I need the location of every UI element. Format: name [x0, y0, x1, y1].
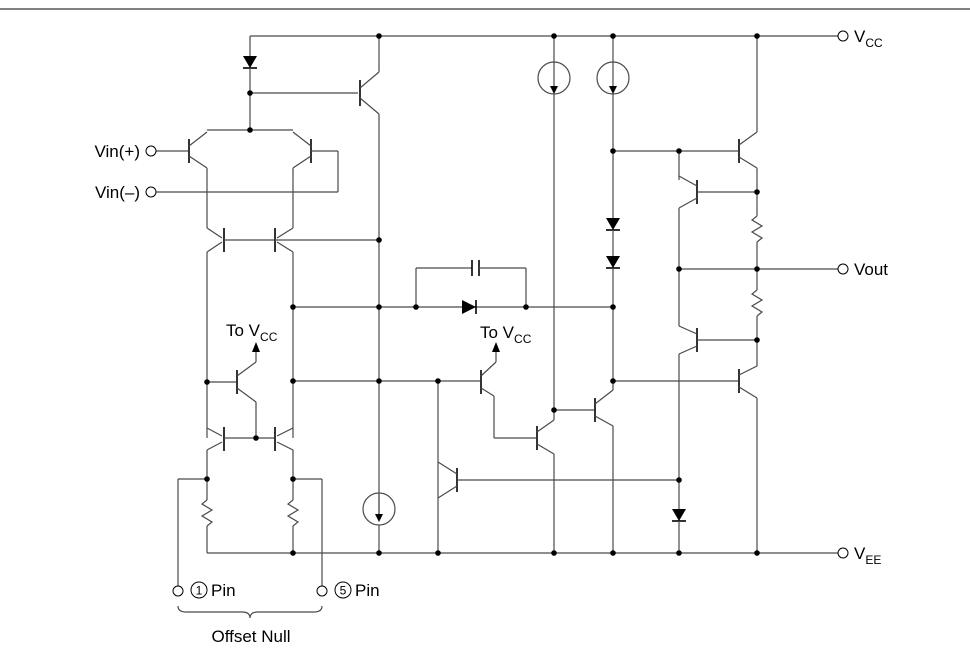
vin-minus-label: Vin(–) — [95, 183, 140, 202]
pin5-label: Pin — [355, 581, 380, 600]
current-mirror — [200, 427, 300, 553]
gain-stage — [437, 36, 679, 553]
current-sources-top — [537, 36, 630, 95]
vcc-terminal — [837, 30, 849, 42]
pin1-number-circle — [190, 581, 208, 599]
pin5-terminal — [316, 585, 328, 597]
left-buffer-transistor — [207, 342, 260, 438]
vin-minus-terminal — [145, 186, 157, 198]
input-pair — [156, 129, 339, 228]
pin1-number: 1 — [196, 584, 203, 598]
offset-null-wiring — [177, 478, 323, 586]
vee-label: VEE — [854, 544, 881, 567]
offset-null-label: Offset Null — [211, 627, 290, 646]
pin1-label: Pin — [211, 581, 236, 600]
vin-plus-label: Vin(+) — [94, 142, 140, 161]
second-pair — [206, 227, 379, 438]
vout-terminal — [837, 263, 849, 275]
pin5-number: 5 — [340, 584, 347, 598]
bias-transistor — [359, 36, 380, 520]
to-vcc-right-label: To VCC — [480, 323, 532, 346]
vcc-label: VCC — [854, 27, 883, 50]
middle-wiring — [293, 260, 613, 382]
offset-null-brace — [177, 605, 323, 619]
pin1-terminal — [172, 585, 184, 597]
bias-diode — [243, 36, 358, 130]
current-source-left — [362, 492, 396, 553]
vin-plus-terminal — [145, 145, 157, 157]
output-stage — [606, 36, 838, 553]
junction-dots — [204, 33, 760, 556]
pin5-number-circle — [334, 581, 352, 599]
to-vcc-left-label: To VCC — [226, 321, 278, 344]
vout-label: Vout — [854, 260, 888, 279]
vee-terminal — [837, 547, 849, 559]
